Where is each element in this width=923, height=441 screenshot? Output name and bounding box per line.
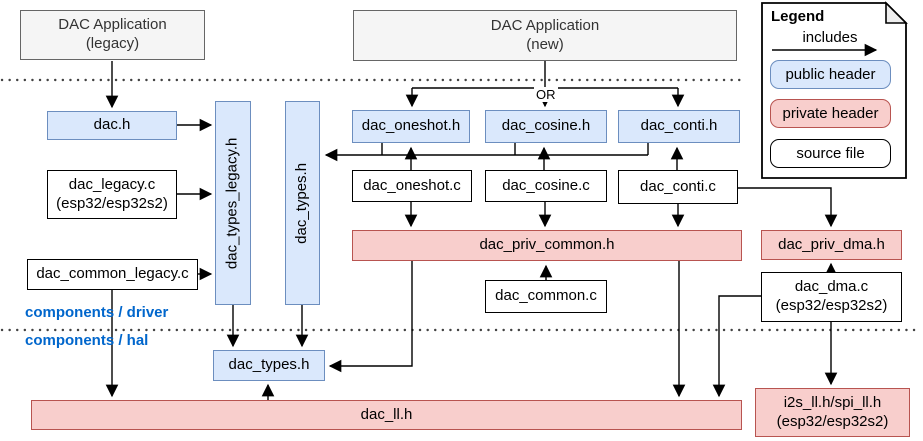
node-label: dac_types.h (293, 162, 311, 244)
node-label: DAC Application (58, 16, 167, 34)
node-sublabel: (new) (526, 35, 564, 53)
node-label: dac_legacy.c (68, 175, 156, 193)
legend-item-label: source file (796, 145, 865, 162)
node-dac-common-c: dac_common.c (485, 280, 607, 313)
node-dac-oneshot-c: dac_oneshot.c (352, 170, 472, 202)
node-dac-types-legacy-h: dac_types_legacy.h (215, 101, 251, 305)
node-i2s-ll-spi-ll-h: i2s_ll.h/spi_ll.h (esp32/esp32s2) (755, 388, 910, 437)
node-dac-conti-h: dac_conti.h (618, 110, 740, 143)
node-dac-priv-common-h: dac_priv_common.h (352, 230, 742, 261)
node-label: dac_common_legacy.c (36, 265, 189, 283)
node-dac-common-legacy-c: dac_common_legacy.c (27, 259, 198, 290)
node-label: DAC Application (490, 16, 600, 34)
node-label: dac_oneshot.c (363, 176, 461, 194)
include-arrows (105, 61, 838, 400)
node-dac-cosine-c: dac_cosine.c (485, 170, 607, 202)
node-label: dac_priv_dma.h (778, 235, 885, 253)
node-label: dac_conti.h (640, 117, 718, 135)
node-dac-application-new: DAC Application (new) (353, 10, 737, 61)
or-junction-label: OR (534, 87, 558, 102)
legend-outline (761, 1, 908, 179)
node-sublabel: (esp32/esp32s2) (776, 412, 889, 430)
layer-label-components-hal: components / hal (25, 332, 149, 349)
node-label: dac_dma.c (794, 278, 869, 296)
node-label: i2s_ll.h/spi_ll.h (783, 393, 882, 411)
legend-item-label: private header (782, 105, 879, 122)
layer-label-components-driver: components / driver (25, 304, 169, 321)
legend-title: Legend (771, 8, 825, 25)
node-dac-h: dac.h (47, 111, 177, 140)
legend-item-source-file: source file (770, 139, 891, 168)
node-dac-oneshot-h: dac_oneshot.h (352, 110, 470, 143)
node-dac-types-h-driver: dac_types.h (285, 101, 320, 305)
node-label: dac_ll.h (360, 405, 413, 423)
node-dac-dma-c: dac_dma.c (esp32/esp32s2) (761, 272, 902, 322)
node-label: dac_types_legacy.h (223, 137, 241, 269)
legend-includes-label: includes (802, 29, 858, 46)
node-label: dac.h (93, 116, 131, 134)
node-dac-ll-h: dac_ll.h (31, 400, 742, 430)
node-dac-legacy-c: dac_legacy.c (esp32/esp32s2) (47, 170, 177, 219)
legend-item-private-header: private header (770, 99, 891, 128)
node-label: dac_oneshot.h (361, 117, 461, 135)
node-dac-types-h-hal: dac_types.h (213, 350, 325, 381)
node-dac-priv-dma-h: dac_priv_dma.h (761, 230, 902, 260)
node-label: dac_cosine.h (501, 117, 591, 135)
legend-item-label: public header (785, 66, 876, 83)
legend-item-public-header: public header (770, 60, 891, 89)
node-dac-conti-c: dac_conti.c (618, 170, 738, 204)
node-label: dac_cosine.c (502, 176, 590, 194)
node-label: dac_conti.c (640, 177, 716, 195)
node-sublabel: (esp32/esp32s2) (56, 194, 168, 212)
node-dac-cosine-h: dac_cosine.h (485, 110, 607, 143)
node-label: dac_common.c (495, 287, 597, 305)
node-sublabel: (esp32/esp32s2) (775, 297, 888, 314)
node-sublabel: (legacy) (85, 35, 140, 52)
node-label: dac_priv_common.h (479, 236, 615, 254)
node-dac-application-legacy: DAC Application (legacy) (20, 10, 205, 60)
node-label: dac_types.h (228, 356, 310, 374)
